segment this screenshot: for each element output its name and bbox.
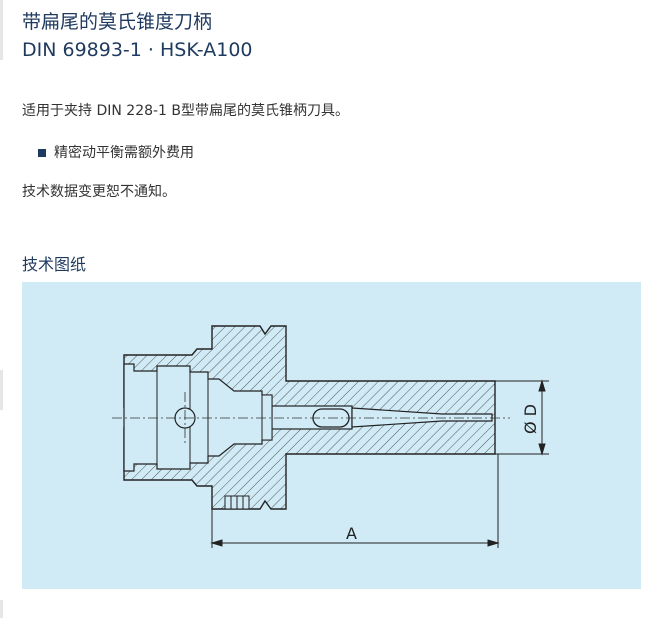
intro-text: 适用于夹持 DIN 228-1 B型带扁尾的莫氏锥柄刀具。: [22, 103, 350, 119]
center-line: [112, 392, 510, 444]
bottom-thread-slot: [224, 495, 250, 510]
left-edge-strip: [0, 0, 3, 618]
notice-text: 技术数据变更恕不通知。: [22, 184, 176, 200]
dimension-a: A: [210, 454, 500, 548]
square-bullet-icon: [38, 149, 46, 157]
list-item-label: 精密动平衡需额外费用: [54, 145, 194, 161]
dimension-a-label: A: [346, 524, 357, 543]
dimension-d: Ø D: [495, 379, 549, 456]
page-subtitle: DIN 69893-1 · HSK-A100: [22, 39, 253, 61]
dimension-d-label: Ø D: [521, 404, 540, 434]
list-item: 精密动平衡需额外费用: [38, 143, 194, 163]
collet-area: [156, 371, 273, 464]
technical-drawing-panel: A Ø D: [22, 282, 641, 589]
technical-drawing-svg: A Ø D: [112, 325, 549, 548]
page-title: 带扁尾的莫氏锥度刀柄: [22, 11, 213, 33]
section-heading: 技术图纸: [22, 255, 87, 274]
